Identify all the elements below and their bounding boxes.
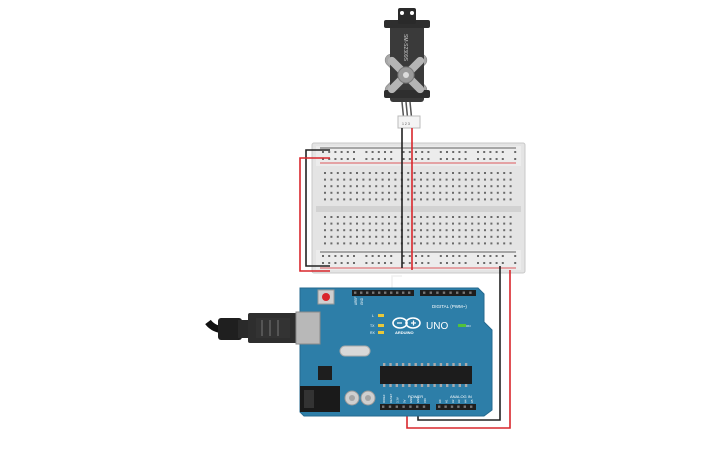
power-pin-label: IOREF <box>382 394 386 403</box>
gnd-label: GND <box>360 297 364 305</box>
arduino-logo-text: ARDUINO <box>395 330 414 335</box>
digital-pins[interactable] <box>354 291 472 294</box>
atmega-chip <box>380 366 472 384</box>
analog-pin[interactable] <box>438 405 441 408</box>
analog-pin-label: A4 <box>464 399 468 403</box>
servo-connector-label: 1 2 3 <box>402 122 410 126</box>
power-header[interactable] <box>380 404 430 410</box>
servo-model-label: SM-S2309S <box>402 34 408 62</box>
power-pin[interactable] <box>388 405 392 408</box>
led-on <box>458 324 466 327</box>
led-l-label: L <box>372 314 374 318</box>
crystal-oscillator <box>339 345 371 357</box>
breadboard-bottom-power-rail <box>316 250 521 270</box>
power-label: POWER <box>408 394 423 399</box>
power-pin[interactable] <box>422 405 426 408</box>
analog-pin[interactable] <box>457 405 460 408</box>
breadboard-center-channel <box>316 206 521 212</box>
led-tx <box>378 324 384 327</box>
wire-signal[interactable] <box>391 275 402 292</box>
servo-connector[interactable] <box>397 115 421 129</box>
power-pin-label: 3.3V <box>396 397 400 403</box>
power-pin-label: 5V <box>402 399 406 403</box>
power-pin[interactable] <box>416 405 419 408</box>
analog-header[interactable] <box>436 404 476 410</box>
wire-left-black-loop[interactable] <box>305 149 330 267</box>
arduino-usb-port <box>295 311 321 345</box>
wires[interactable] <box>299 128 511 429</box>
analog-pin[interactable] <box>450 405 454 408</box>
wire-left-red-loop[interactable] <box>299 157 330 272</box>
power-pin-label: GND <box>416 397 420 403</box>
wire-arduino-red-5v[interactable] <box>406 270 511 429</box>
board-model-text: UNO <box>426 321 448 332</box>
analog-pin[interactable] <box>470 405 473 408</box>
analog-pin-label: A3 <box>457 399 461 403</box>
digital-header-1[interactable] <box>352 290 414 296</box>
analog-pin-label: A2 <box>451 399 455 403</box>
led-tx-label: TX <box>370 324 375 328</box>
led-l <box>378 314 384 317</box>
arduino-uno[interactable]: DIGITAL (PWM~) AREF GND L TX RX ARDUINO … <box>295 287 493 417</box>
analog-pin[interactable] <box>444 405 447 408</box>
digital-label: DIGITAL (PWM~) <box>432 304 467 309</box>
analog-label: ANALOG IN <box>450 394 472 399</box>
breadboard-holes[interactable] <box>322 151 517 264</box>
power-pin-label: VIN <box>423 398 427 403</box>
power-pin-label: GND <box>409 397 413 403</box>
breadboard[interactable] <box>311 142 526 274</box>
arduino-logo-icon <box>392 317 421 329</box>
power-pin[interactable] <box>382 405 385 408</box>
power-pin[interactable] <box>402 405 405 408</box>
analog-pin-label: A0 <box>438 399 442 403</box>
power-pin[interactable] <box>409 405 412 408</box>
analog-pin[interactable] <box>463 405 466 408</box>
power-pin-label: RESET <box>389 393 393 403</box>
aref-label: AREF <box>354 296 358 305</box>
digital-header-2[interactable] <box>420 290 476 296</box>
led-on-label: ON <box>466 324 471 328</box>
led-rx-label: RX <box>370 331 376 335</box>
power-pin[interactable] <box>395 405 398 408</box>
analog-pin-label: A1 <box>444 399 448 403</box>
led-rx <box>378 331 384 334</box>
servo-motor[interactable]: SM-S2309S 1 2 3 <box>368 8 444 129</box>
analog-pin-label: A5 <box>470 399 474 403</box>
